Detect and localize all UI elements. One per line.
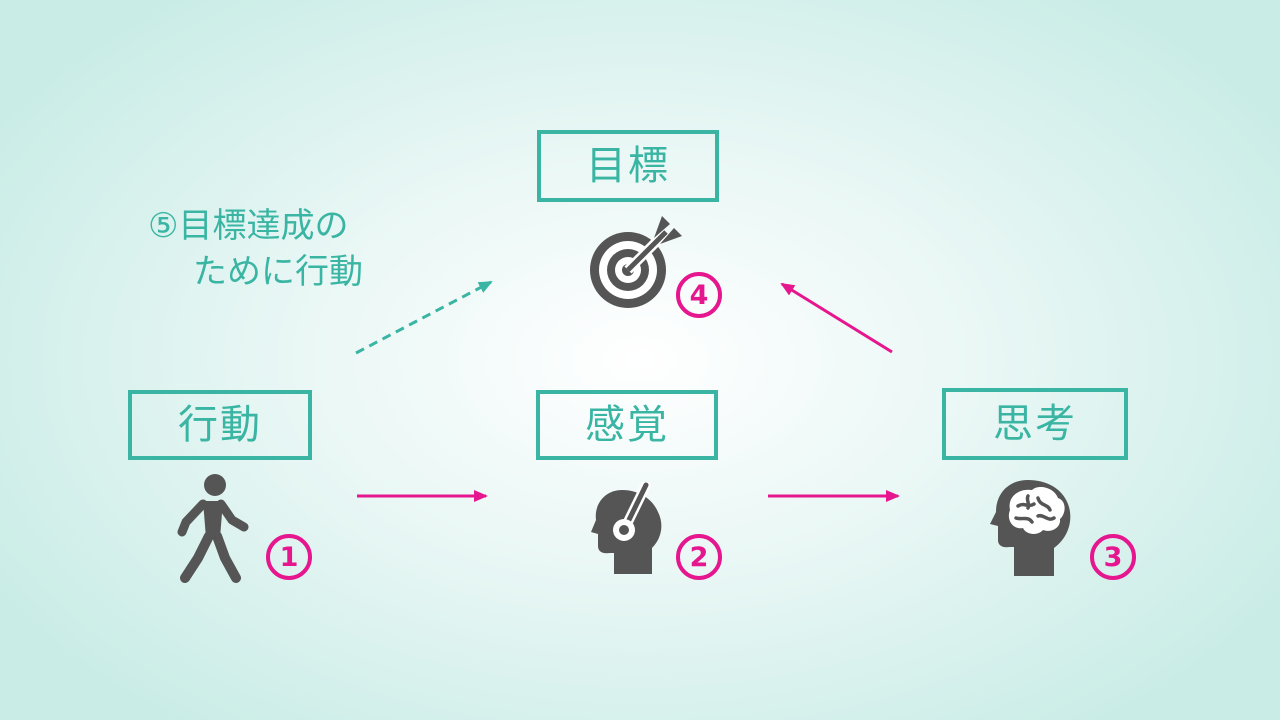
step-number-1: 1 (266, 534, 312, 580)
step-number-3: 3 (1090, 534, 1136, 580)
target-arrow-icon (590, 216, 682, 308)
goal-label-box: 目標 (537, 130, 719, 202)
sense-label-box: 感覚 (536, 390, 718, 460)
note-line-1: ⑤目標達成の (148, 206, 349, 246)
arrow-thought-to-goal (780, 282, 893, 354)
step-number-2: 2 (676, 534, 722, 580)
action-label-box: 行動 (128, 390, 312, 460)
walking-person-icon (177, 474, 249, 583)
step-number-4: 4 (676, 272, 722, 318)
thought-label-box: 思考 (942, 388, 1128, 460)
head-headset-icon (591, 482, 662, 574)
head-brain-icon (990, 480, 1071, 576)
arrow-goal-achievement-dashed (355, 280, 493, 355)
note-line-2: ために行動 (193, 251, 363, 292)
goal-achievement-note: ⑤目標達成の ために行動 (148, 204, 363, 296)
